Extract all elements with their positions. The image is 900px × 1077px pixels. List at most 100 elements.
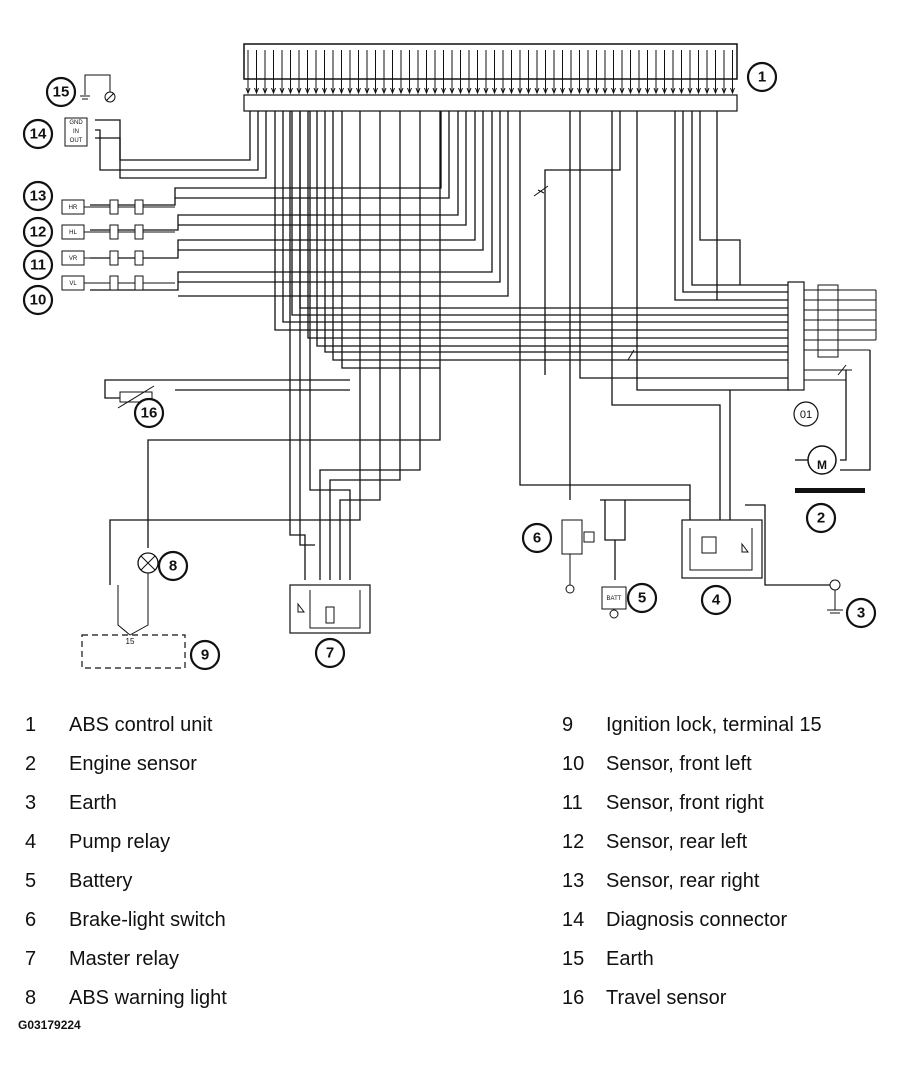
connector-pin	[679, 50, 684, 95]
legend-number: 1	[25, 714, 37, 736]
connector-pin	[432, 50, 438, 95]
connector-pin	[305, 50, 310, 95]
legend-label: Travel sensor	[606, 987, 727, 1009]
diag-out-label: OUT	[70, 138, 83, 144]
callout-number: 9	[201, 647, 209, 664]
sensor-plug	[109, 199, 119, 215]
sensor-hr: HR	[61, 199, 85, 215]
callout-circle	[746, 61, 778, 93]
legend-label: Battery	[69, 870, 133, 892]
legend-label: Sensor, front right	[606, 792, 764, 814]
legend-label: Sensor, rear left	[606, 831, 748, 853]
callout-number: 6	[533, 530, 541, 547]
callout-number: 7	[326, 645, 334, 662]
connector-pin	[500, 50, 506, 95]
image-code: G03179224	[18, 1018, 81, 1032]
legend-number: 10	[562, 753, 585, 775]
connector-pin	[288, 50, 293, 95]
sensor-plug	[134, 199, 144, 215]
callout-number: 13	[30, 188, 47, 205]
legend-item: 12 Sensor, rear left	[562, 823, 747, 862]
ignition-terminal-label: 15	[126, 637, 135, 646]
callout-circle	[189, 639, 221, 671]
svg-text:M: M	[817, 458, 827, 472]
callout-number: 14	[30, 126, 47, 143]
connector-pin	[704, 50, 710, 95]
connector-pin	[611, 50, 616, 95]
connector-pin	[687, 50, 693, 95]
sensor-vr: VR	[61, 250, 85, 266]
connector-pin	[322, 50, 327, 95]
connector-pin	[696, 50, 701, 95]
legend-label: Diagnosis connector	[606, 909, 788, 931]
battery-label: BATT	[607, 596, 622, 602]
connector-pin	[560, 50, 565, 95]
legend-number: 2	[25, 753, 37, 775]
connector-pin	[577, 50, 582, 95]
pump-relay	[681, 519, 763, 579]
legend-number: 7	[25, 948, 37, 970]
earth-15-symbol	[80, 74, 116, 103]
legend-number: 6	[25, 909, 37, 931]
connector-pin	[330, 50, 336, 95]
connector-pin	[543, 50, 548, 95]
callout-number: 16	[141, 405, 158, 422]
legend-label: Pump relay	[69, 831, 171, 853]
connector-pin	[271, 50, 276, 95]
callout-number: 10	[30, 292, 47, 309]
connector-pin	[492, 50, 497, 95]
connector-pin	[356, 50, 361, 95]
master-relay	[289, 584, 371, 634]
callout-circle	[805, 502, 837, 534]
connector-pin	[415, 50, 421, 95]
callout-number: 4	[712, 592, 721, 609]
earth-3-symbol	[827, 579, 843, 614]
callout-circle	[700, 584, 732, 616]
callout-number: 12	[30, 224, 47, 241]
callout-number: 5	[638, 590, 646, 607]
callout-number: 2	[817, 510, 825, 527]
connector-pin	[347, 50, 353, 95]
connector-pin	[721, 50, 727, 95]
brake-light-switch	[561, 519, 595, 594]
legend-label: Brake-light switch	[69, 909, 226, 931]
connector-pin	[517, 50, 523, 95]
callout-circle	[45, 76, 77, 108]
legend-number: 8	[25, 987, 37, 1009]
connector-pin	[645, 50, 650, 95]
legend-label: ABS warning light	[69, 987, 227, 1009]
legend-number: 12	[562, 831, 585, 853]
connector-pin	[509, 50, 514, 95]
legend-item: 16 Travel sensor	[562, 979, 726, 1018]
connector-pin	[458, 50, 463, 95]
connector-pin	[594, 50, 599, 95]
legend-item: 6 Brake-light switch	[25, 901, 226, 940]
callout-circle	[22, 284, 54, 316]
connector-pin	[475, 50, 480, 95]
connector-pin	[364, 50, 370, 95]
legend-number: 3	[25, 792, 37, 814]
connector-pin	[568, 50, 574, 95]
sensor-hl-label: HL	[69, 230, 77, 236]
callout-number: 11	[30, 257, 46, 274]
connector-pin	[339, 50, 344, 95]
connector-pin	[534, 50, 540, 95]
callout-number: 15	[53, 84, 70, 101]
legend-label: Master relay	[69, 948, 180, 970]
callout-circle	[845, 597, 877, 629]
legend-label: Sensor, rear right	[606, 870, 760, 892]
connector-pin	[407, 50, 412, 95]
legend-number: 14	[562, 909, 585, 931]
sensor-plug	[134, 275, 144, 291]
callout-circle	[22, 249, 54, 281]
connector-pin	[262, 50, 268, 95]
abs-control-unit-connector	[243, 43, 738, 112]
legend-number: 16	[562, 987, 585, 1009]
sensor-vl-label: VL	[69, 281, 77, 287]
